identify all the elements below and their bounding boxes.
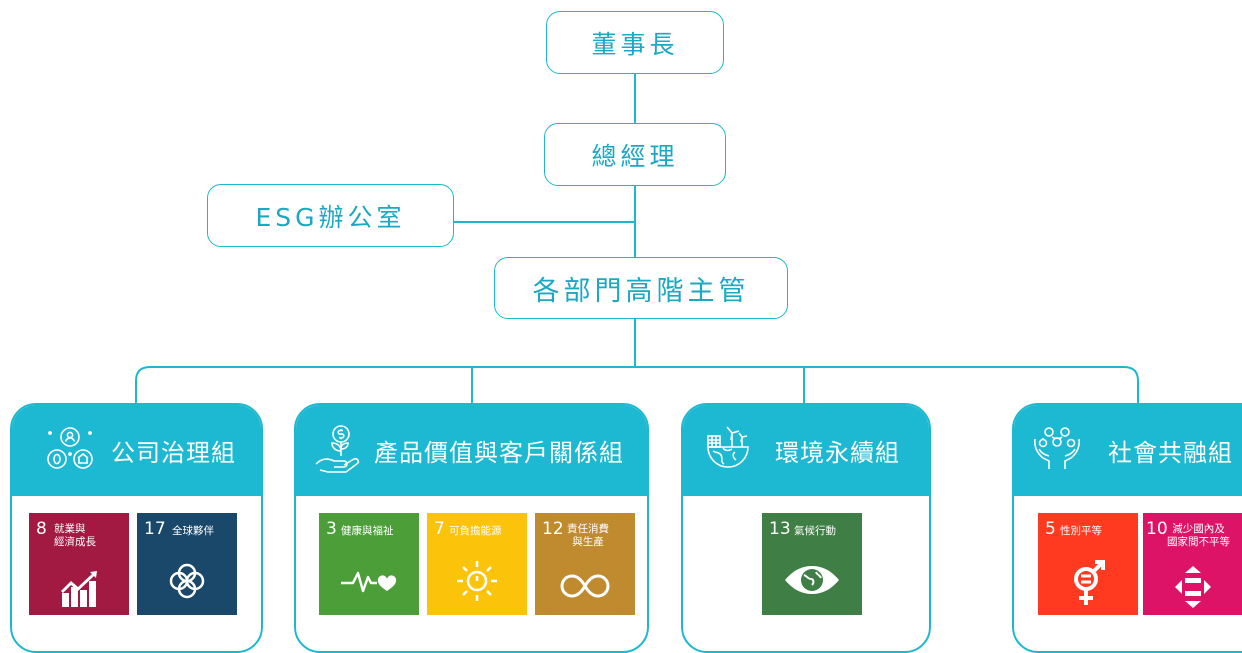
esg-office-label: ESG辦公室 (255, 202, 406, 232)
partnership-rings-icon (137, 563, 237, 599)
sdg-label: 責任消費 與生產 (567, 523, 609, 548)
sdg-tile-10: 10 減少國內及 國家間不平等 (1143, 513, 1242, 615)
group-social-inclusion: 社會共融組 5 性別平等 10 減少國內及 國家間不平等 (1012, 403, 1242, 653)
earth-turbine-icon (701, 425, 755, 477)
gender-equality-icon (1038, 557, 1138, 607)
sdg-number: 12 (542, 519, 564, 539)
group-header: 環境永續組 (683, 405, 929, 496)
sdg-tile-17: 17 全球夥伴 (137, 513, 237, 615)
people-network-icon (45, 426, 95, 476)
community-hands-icon (1032, 425, 1082, 477)
sdg-tile-5: 5 性別平等 (1038, 513, 1138, 615)
group-title: 產品價值與客戶關係組 (374, 439, 624, 467)
sdg-label: 性別平等 (1060, 525, 1102, 537)
sdg-number: 8 (36, 519, 47, 539)
chairman-box: 董事長 (546, 11, 724, 74)
sdg-tile-3: 3 健康與福祉 (319, 513, 419, 615)
group-header: 產品價值與客戶關係組 (296, 405, 647, 496)
esg-office-box: ESG辦公室 (207, 184, 454, 247)
sdg-number: 13 (769, 519, 791, 539)
group-header: 公司治理組 (12, 405, 261, 496)
infinity-icon (535, 573, 635, 599)
group-title: 環境永續組 (775, 439, 900, 467)
branch-connectors (135, 366, 1139, 406)
sdg-label: 減少國內及 國家間不平等 (1167, 523, 1230, 548)
money-plant-hand-icon (314, 424, 366, 478)
sdg-tile-8: 8 就業與 經濟成長 (29, 513, 129, 615)
group-environment: 環境永續組 13 氣候行動 (681, 403, 931, 653)
eye-globe-icon (762, 565, 862, 595)
growth-chart-icon (29, 571, 129, 607)
sdg-number: 17 (144, 519, 166, 539)
sdg-label: 氣候行動 (794, 525, 836, 537)
general-manager-box: 總經理 (544, 123, 726, 186)
sdg-tile-12: 12 責任消費 與生產 (535, 513, 635, 615)
equality-arrows-icon (1143, 565, 1242, 609)
sdg-label: 健康與福祉 (341, 525, 394, 537)
sdg-number: 7 (434, 519, 445, 539)
sdg-number: 10 (1146, 519, 1168, 539)
group-title: 社會共融組 (1108, 439, 1233, 467)
group-product-customer: 產品價值與客戶關係組 3 健康與福祉 7 可負擔能源 12 責任消費 與生產 (294, 403, 649, 653)
chairman-label: 董事長 (591, 29, 679, 59)
dept-heads-box: 各部門高階主管 (494, 257, 788, 319)
group-header: 社會共融組 (1014, 405, 1242, 496)
heartbeat-icon (319, 567, 419, 597)
sdg-tile-7: 7 可負擔能源 (427, 513, 527, 615)
sdg-number: 5 (1045, 519, 1056, 539)
sdg-label: 可負擔能源 (449, 525, 502, 537)
sdg-number: 3 (326, 519, 337, 539)
sdg-label: 全球夥伴 (172, 525, 214, 537)
group-governance: 公司治理組 8 就業與 經濟成長 17 全球夥伴 (10, 403, 263, 653)
connector-line (150, 366, 1125, 368)
connector-line (803, 366, 805, 406)
sdg-label: 就業與 經濟成長 (54, 523, 96, 548)
general-manager-label: 總經理 (591, 141, 679, 171)
connector-line (471, 366, 473, 406)
connector-line (634, 319, 636, 367)
sdg-tile-13: 13 氣候行動 (762, 513, 862, 615)
group-title: 公司治理組 (111, 439, 236, 467)
sun-power-icon (427, 559, 527, 603)
connector-line (453, 221, 636, 223)
connector-line (634, 73, 636, 123)
dept-heads-label: 各部門高階主管 (532, 275, 750, 307)
